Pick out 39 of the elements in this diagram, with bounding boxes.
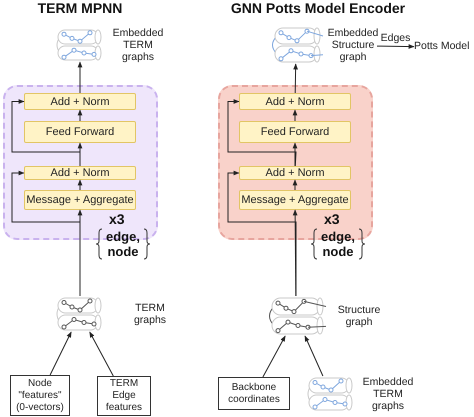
- layer-box: Message + Aggregate: [239, 190, 351, 210]
- arrow: [78, 179, 82, 190]
- arrow: [292, 179, 298, 190]
- section-title: GNN Potts Model Encoder: [230, 0, 406, 16]
- edge-label: Edges: [380, 32, 412, 44]
- arrow: [262, 335, 286, 378]
- repeat-count: x3: [324, 211, 340, 227]
- input-box: Backbone coordinates: [218, 377, 290, 410]
- arrow: [292, 109, 298, 122]
- input-type-label: edge, node: [320, 229, 356, 259]
- graph-label: Embedded TERM graphs: [112, 27, 164, 63]
- arrow: [89, 331, 114, 376]
- layer-box: Add + Norm: [239, 93, 351, 110]
- layer-box: Message + Aggregate: [24, 190, 136, 210]
- graph-label: Embedded Structure graph: [327, 27, 379, 63]
- section-title: TERM MPNN: [38, 0, 122, 16]
- input-box: TERM Edge features: [97, 376, 151, 416]
- arrow: [50, 331, 72, 376]
- layer-box: Feed Forward: [239, 121, 351, 143]
- output-label: Potts Model: [414, 40, 470, 52]
- arrow: [376, 44, 415, 49]
- layer-box: Add + Norm: [24, 166, 136, 180]
- arrow: [292, 142, 298, 166]
- layer-box: Add + Norm: [239, 166, 351, 180]
- arrow: [78, 61, 82, 94]
- layer-box: Feed Forward: [24, 121, 136, 143]
- arrow: [228, 170, 296, 296]
- layer-box: Add + Norm: [24, 93, 136, 110]
- arrow: [78, 109, 82, 122]
- input-type-label: edge, node: [105, 229, 141, 259]
- graph-label: Embedded TERM graphs: [362, 376, 414, 412]
- arrow: [12, 99, 80, 166]
- repeat-count: x3: [109, 211, 125, 227]
- arrow: [228, 99, 297, 166]
- graph-label: TERM graphs: [132, 302, 168, 326]
- graph-label: Structure graph: [336, 304, 382, 328]
- arrow: [293, 63, 298, 94]
- arrow: [304, 335, 324, 376]
- input-box: Node "features" (0-vectors): [10, 375, 70, 416]
